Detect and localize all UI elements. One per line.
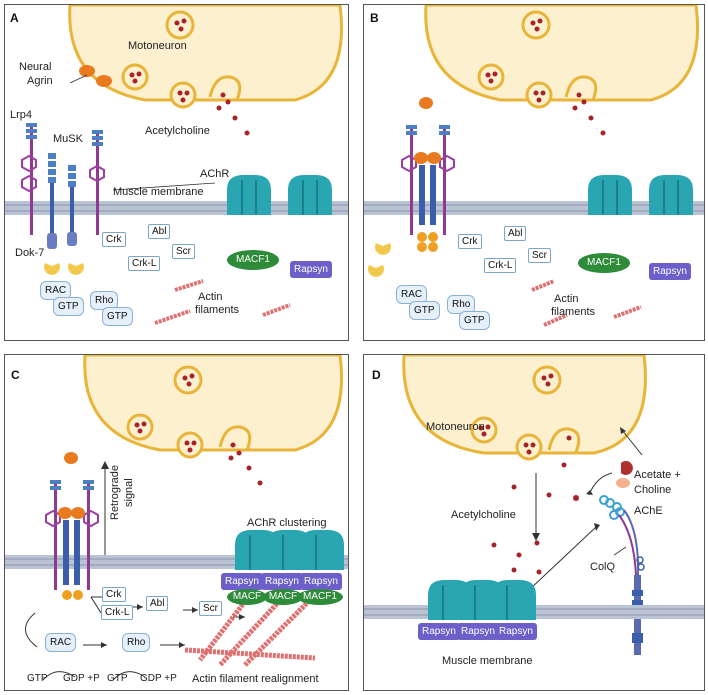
actin-label-1: Actin <box>554 293 579 305</box>
rapsyn-protein: Rapsyn <box>221 573 263 590</box>
panel-letter: A <box>10 11 19 25</box>
muscle-membrane-label: Muscle membrane <box>113 186 204 198</box>
crkl-box: Crk-L <box>484 258 517 273</box>
crk-box: Crk <box>458 234 482 249</box>
motoneuron-terminal <box>68 5 344 102</box>
macf1-protein: MACF1 <box>297 589 343 605</box>
actin-label-2: filaments <box>195 304 240 316</box>
motoneuron-label: Motoneuron <box>128 40 187 52</box>
scr-box: Scr <box>172 244 195 259</box>
realignment-label: Actin filament realignment <box>192 673 319 685</box>
panel-d: D Motoneuron Acetylcholine Acetate + Cho… <box>363 354 705 691</box>
musk-receptor <box>47 153 57 249</box>
panel-a: A Motoneuron Neural Agrin Lrp4 MuSK Acet… <box>4 4 349 341</box>
neural-agrin-label-1: Neural <box>19 61 52 73</box>
acetylcholine-label: Acetylcholine <box>451 509 516 521</box>
rapsyn-protein: Rapsyn <box>495 623 537 640</box>
motoneuron-label: Motoneuron <box>426 421 485 433</box>
macf1-protein: MACF <box>263 589 303 605</box>
colq-label: ColQ <box>590 561 616 573</box>
panel-letter: D <box>372 368 381 382</box>
lrp4-label: Lrp4 <box>10 109 33 121</box>
acetylcholine-molecules <box>216 92 250 136</box>
actin-label-1: Actin <box>198 291 223 303</box>
crk-box: Crk <box>102 232 126 247</box>
panel-c-drawing <box>5 355 348 681</box>
crkl-box: Crk-L <box>128 256 161 271</box>
panel-b-drawing <box>364 5 704 327</box>
ache-label: AChE <box>634 505 663 517</box>
achr-channel <box>227 175 271 215</box>
gdp-label: GDP +P <box>140 673 177 684</box>
achr-label: AChR <box>200 168 230 180</box>
panel-d-drawing <box>364 355 704 655</box>
lrp4-receptor <box>89 130 105 235</box>
panel-a-drawing <box>5 5 348 325</box>
agrin-molecule <box>96 75 112 87</box>
rapsyn-protein: Rapsyn <box>300 573 342 590</box>
achr-clustering-label: AChR clustering <box>247 517 327 529</box>
crkl-box: Crk-L <box>101 605 134 620</box>
gtp-label: GTP <box>27 673 48 684</box>
rho-box: Rho <box>122 633 151 652</box>
retrograde-label: Retrograde <box>109 464 121 520</box>
actin-filaments <box>154 279 291 325</box>
rapsyn-protein: Rapsyn <box>290 261 332 278</box>
achr-cluster <box>428 580 536 620</box>
choline-molecule <box>616 478 630 488</box>
gtp-box: GTP <box>409 301 440 320</box>
gdp-label: GDP +P <box>63 673 100 684</box>
acetate-molecule <box>621 461 633 475</box>
musk-label: MuSK <box>53 133 83 145</box>
choline-label: Choline <box>634 484 672 496</box>
dok7-protein <box>68 263 84 275</box>
macf1-protein: MACF1 <box>578 253 630 273</box>
agrin-molecule <box>79 65 95 77</box>
realigned-actin <box>184 593 317 667</box>
macf1-protein: MACF1 <box>227 250 279 270</box>
gtp-box: GTP <box>102 307 133 326</box>
rapsyn-protein: Rapsyn <box>261 573 303 590</box>
rac-box: RAC <box>40 281 72 300</box>
acetylcholine-label: Acetylcholine <box>145 125 210 137</box>
vesicle <box>165 10 195 40</box>
gtp-box: GTP <box>53 297 84 316</box>
panel-b: B Crk Abl Crk-L Scr MACF1 Rapsyn RAC GTP… <box>363 4 705 341</box>
ache-colq-anchor <box>599 495 645 655</box>
abl-box: Abl <box>146 596 169 611</box>
rapsyn-protein: Rapsyn <box>418 623 460 640</box>
vesicle <box>121 63 149 91</box>
scr-box: Scr <box>199 601 222 616</box>
rac-box: RAC <box>45 633 77 652</box>
achr-cluster <box>235 530 344 570</box>
crk-box: Crk <box>102 587 126 602</box>
signal-label: signal <box>123 478 135 507</box>
lrp4-receptor <box>21 123 37 235</box>
musk-receptor <box>67 165 77 246</box>
docking-vesicle <box>169 81 197 109</box>
macf1-protein: MACF <box>227 589 267 605</box>
musk-lrp4-complex <box>45 480 99 600</box>
panel-letter: B <box>370 11 379 25</box>
dok7-label: Dok-7 <box>15 247 45 259</box>
musk-lrp4-complex <box>401 125 455 252</box>
abl-box: Abl <box>148 224 171 239</box>
neural-agrin-label-2: Agrin <box>27 75 53 87</box>
actin-label-2: filaments <box>551 306 596 318</box>
panel-letter: C <box>11 368 20 382</box>
panel-c: C Retrograde signal AChR clustering Raps… <box>4 354 349 691</box>
scr-box: Scr <box>528 248 551 263</box>
dok7-protein <box>43 263 61 275</box>
rapsyn-protein: Rapsyn <box>457 623 499 640</box>
rapsyn-protein: Rapsyn <box>649 263 691 280</box>
muscle-membrane-label: Muscle membrane <box>442 655 533 667</box>
gtp-box: GTP <box>459 311 490 330</box>
abl-box: Abl <box>504 226 527 241</box>
gtp-label: GTP <box>107 673 128 684</box>
acetate-label: Acetate + <box>634 469 681 481</box>
achr-channel <box>288 175 332 215</box>
fusing-vesicle <box>208 75 242 101</box>
